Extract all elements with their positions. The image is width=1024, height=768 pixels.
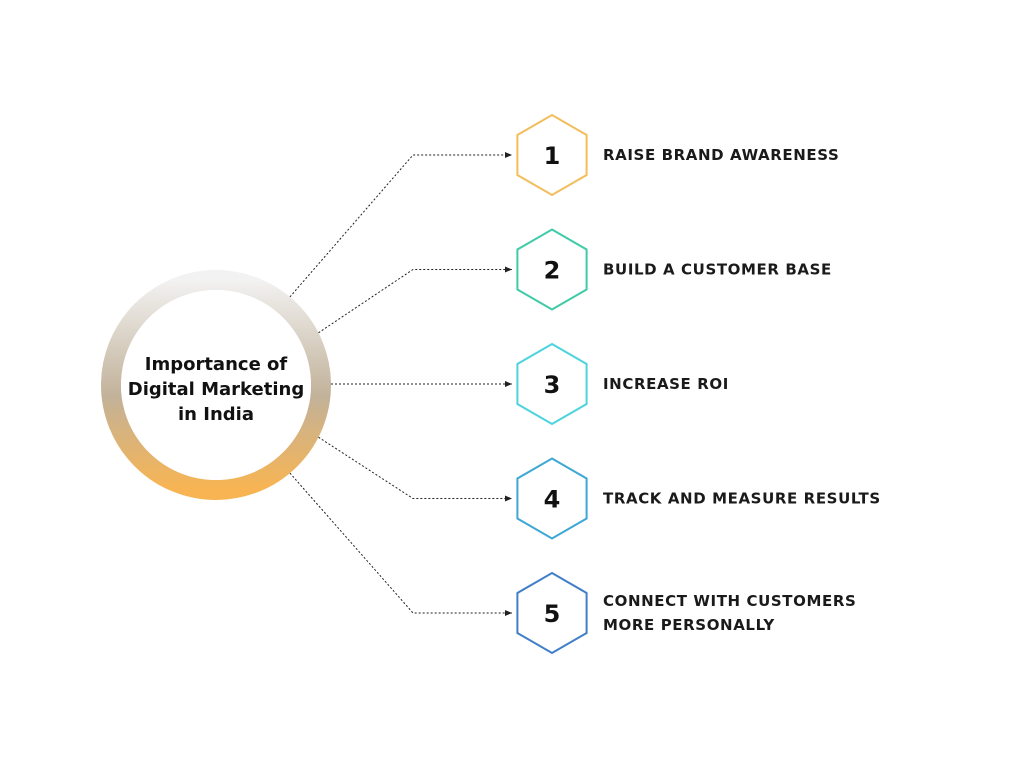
connector-1 [289,152,512,298]
connector-5 [289,472,512,616]
item-2: 2 BUILD A CUSTOMER BASE [516,228,832,311]
hub-title-line-1: Importance of [145,354,288,375]
item-4: 4 TRACK AND MEASURE RESULTS [516,457,881,540]
item-label-3-line-1: INCREASE ROI [603,375,729,393]
hub-title-line-3: in India [178,404,254,425]
hexagon-number-5: 5 [544,600,561,628]
hexagon-2 [516,228,588,311]
item-3: 3 INCREASE ROI [516,342,729,426]
hub-title-line-2: Digital Marketing [128,379,304,400]
items-layer: 1 RAISE BRAND AWARENESS 2 BUILD A CUSTOMER … [516,113,881,655]
hexagon-1 [516,113,588,197]
item-1: 1 RAISE BRAND AWARENESS [516,113,839,197]
item-label-4-line-1: TRACK AND MEASURE RESULTS [603,490,881,508]
item-label-2-line-1: BUILD A CUSTOMER BASE [603,261,832,279]
item-label-1-line-1: RAISE BRAND AWARENESS [603,146,839,164]
hub-ring [101,270,331,500]
connector-2 [318,266,512,334]
item-label-5-line-2: MORE PERSONALLY [603,616,775,634]
connector-4 [318,436,512,502]
hub-circle: Importance of Digital Marketing in India [101,270,331,500]
connector-layer [289,152,512,616]
hexagon-number-4: 4 [544,486,561,514]
item-5: 5 CONNECT WITH CUSTOMERS MORE PERSONALLY [516,571,856,655]
hexagon-5 [516,571,588,655]
hub-center [121,290,311,480]
hexagon-3 [516,342,588,426]
hexagon-4 [516,457,588,540]
item-label-5-line-1: CONNECT WITH CUSTOMERS [603,592,856,610]
hexagon-number-3: 3 [544,371,561,399]
hexagon-number-2: 2 [544,257,561,285]
hexagon-number-1: 1 [544,142,561,170]
